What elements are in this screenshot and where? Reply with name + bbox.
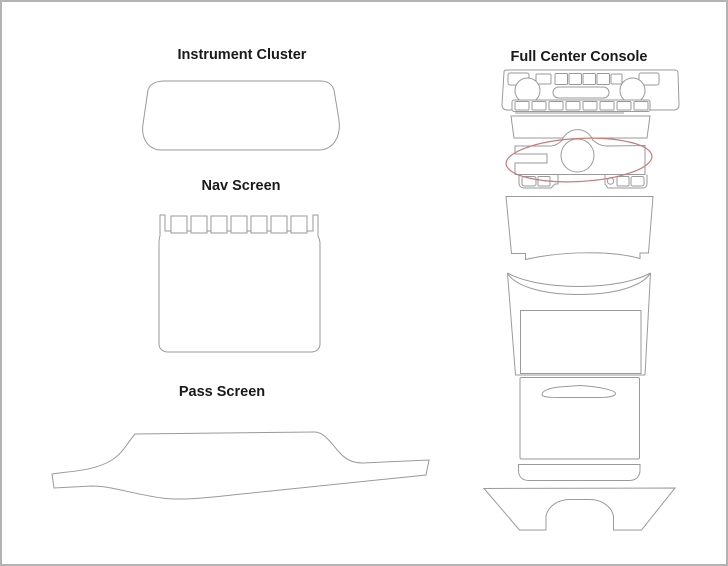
pass-screen-label: Pass Screen <box>178 384 266 400</box>
nav-screen-label: Nav Screen <box>201 178 281 194</box>
console-mid-panel <box>507 272 651 376</box>
radio-top-right-button <box>638 72 660 86</box>
console-trim-band <box>510 115 651 139</box>
console-storage-door <box>519 377 640 460</box>
console-radio-faceplate <box>501 69 680 114</box>
mid-panel-screen-cutout <box>520 310 642 374</box>
pass-screen-shape <box>51 431 430 500</box>
radio-left-knob <box>514 77 541 104</box>
console-shifter-bezel <box>505 129 653 189</box>
console-lower-tray <box>518 464 641 481</box>
full-center-console-label: Full Center Console <box>510 49 648 65</box>
nav-screen-shape <box>158 214 321 353</box>
console-upper-trim <box>505 196 654 261</box>
console-base-piece <box>482 487 677 531</box>
storage-door-handle <box>541 384 617 398</box>
highlight-ellipse <box>505 137 653 183</box>
instrument-cluster-label: Instrument Cluster <box>177 47 307 63</box>
instrument-cluster-shape <box>142 80 340 151</box>
nav-screen-button-cutouts <box>170 215 308 234</box>
radio-cd-slot <box>552 86 610 99</box>
radio-right-knob <box>619 77 646 104</box>
